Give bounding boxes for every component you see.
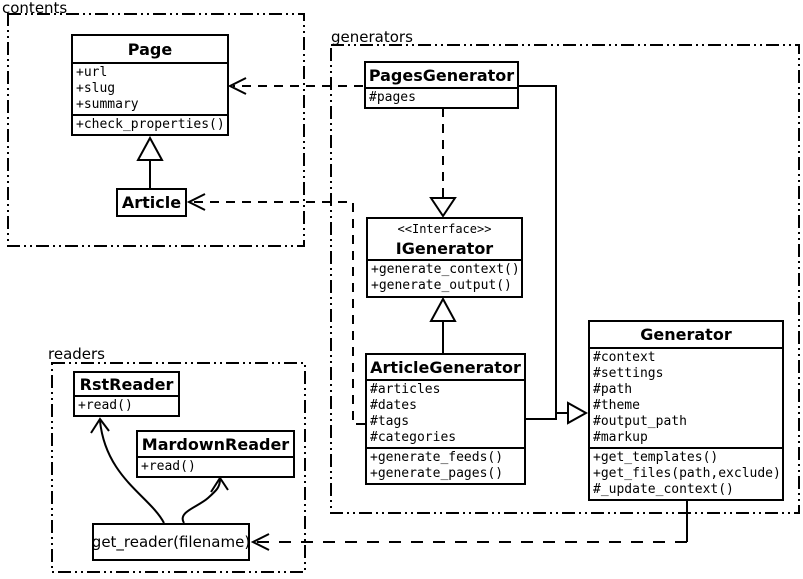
articlegenerator-to-generator-inheritance-line — [526, 410, 557, 420]
class-igenerator-methods: +generate_context() +generate_output() — [368, 259, 521, 296]
generator-to-getreader-arrowhead-icon — [250, 533, 270, 551]
attribute-row: #context — [593, 350, 656, 365]
class-rstreader-title: RstReader — [79, 374, 174, 394]
class-markdownreader-title: MardownReader — [141, 434, 290, 454]
class-markdownreader: MardownReader +read() — [136, 430, 295, 478]
class-rstreader: RstReader +read() — [73, 371, 180, 417]
attribute-row: #path — [593, 382, 633, 397]
class-pagesgenerator-attributes: #pages — [366, 87, 517, 107]
getreader-to-rstreader-arrowhead-icon — [90, 417, 110, 434]
method-row: #_update_context() — [593, 482, 734, 497]
attribute-row: +slug — [76, 81, 116, 96]
method-row: +generate_feeds() — [370, 450, 504, 465]
class-article: Article — [116, 188, 187, 217]
class-page-methods: +check_properties() — [73, 114, 227, 134]
class-generator-title: Generator — [640, 325, 732, 344]
class-rstreader-methods: +read() — [75, 395, 178, 415]
generators-package-label: generators — [331, 28, 413, 46]
readers-package-label: readers — [48, 345, 105, 363]
attribute-row: #settings — [593, 366, 664, 381]
generator-inheritance-triangle-icon — [567, 401, 589, 425]
getreader-to-markdownreader-association-curve — [181, 478, 221, 524]
articlegenerator-to-article-arrowhead-icon — [186, 193, 206, 211]
get-reader-function-box: get_reader(filename) — [92, 523, 250, 561]
attribute-row: #dates — [370, 398, 417, 413]
attribute-row: #tags — [370, 414, 410, 429]
attribute-row: #output_path — [593, 414, 687, 429]
method-row: +get_templates() — [593, 450, 719, 465]
attribute-row: #markup — [593, 430, 648, 445]
class-igenerator-header: <<Interface>> IGenerator — [368, 219, 521, 259]
class-page-title: Page — [127, 39, 173, 59]
attribute-row: #theme — [593, 398, 640, 413]
class-pagesgenerator-title: PagesGenerator — [368, 65, 515, 85]
class-markdownreader-methods: +read() — [138, 456, 293, 476]
class-generator-methods: +get_templates() +get_files(path,exclude… — [590, 447, 782, 499]
pagesgenerator-to-generator-inheritance-line — [519, 85, 567, 414]
attribute-row: +url — [76, 65, 108, 80]
getreader-to-rstreader-association-curve — [99, 420, 165, 524]
class-articlegenerator-title: ArticleGenerator — [370, 357, 521, 377]
class-articlegenerator: ArticleGenerator #articles #dates #tags … — [365, 353, 526, 485]
attribute-row: #pages — [369, 90, 416, 105]
class-articlegenerator-attributes: #articles #dates #tags #categories — [367, 379, 524, 447]
class-igenerator-title: IGenerator — [395, 239, 494, 258]
method-row: +check_properties() — [76, 117, 225, 132]
pagesgenerator-to-page-arrowhead-icon — [227, 77, 247, 95]
class-page: Page +url +slug +summary +check_properti… — [71, 34, 229, 136]
method-row: +read() — [141, 459, 196, 474]
class-generator: Generator #context #settings #path #them… — [588, 320, 784, 501]
class-article-title: Article — [121, 193, 182, 212]
method-row: +generate_pages() — [370, 466, 504, 481]
attribute-row: #articles — [370, 382, 441, 397]
class-generator-attributes: #context #settings #path #theme #output_… — [590, 347, 782, 447]
attribute-row: #categories — [370, 430, 457, 445]
class-page-attributes: +url +slug +summary — [73, 62, 227, 114]
method-row: +get_files(path,exclude) — [593, 466, 781, 481]
articlegenerator-to-igenerator-triangle-icon — [429, 296, 457, 322]
contents-package-label: contents — [2, 0, 68, 17]
method-row: +generate_context() — [371, 262, 520, 277]
method-row: +read() — [78, 398, 133, 413]
attribute-row: +summary — [76, 97, 139, 112]
generators-package-border — [330, 44, 800, 514]
class-pagesgenerator: PagesGenerator #pages — [364, 61, 519, 109]
class-igenerator: <<Interface>> IGenerator +generate_conte… — [366, 217, 523, 298]
articlegenerator-to-article-dependency-line — [192, 201, 365, 425]
class-igenerator-stereotype: <<Interface>> — [397, 222, 492, 236]
method-row: +generate_output() — [371, 278, 512, 293]
class-articlegenerator-methods: +generate_feeds() +generate_pages() — [367, 447, 524, 483]
article-to-page-inheritance-triangle-icon — [136, 135, 164, 161]
readers-package-border — [51, 362, 306, 573]
getreader-to-markdownreader-arrowhead-icon — [210, 476, 229, 493]
contents-package-border — [7, 13, 305, 247]
pagesgenerator-to-igenerator-triangle-icon — [429, 197, 457, 218]
